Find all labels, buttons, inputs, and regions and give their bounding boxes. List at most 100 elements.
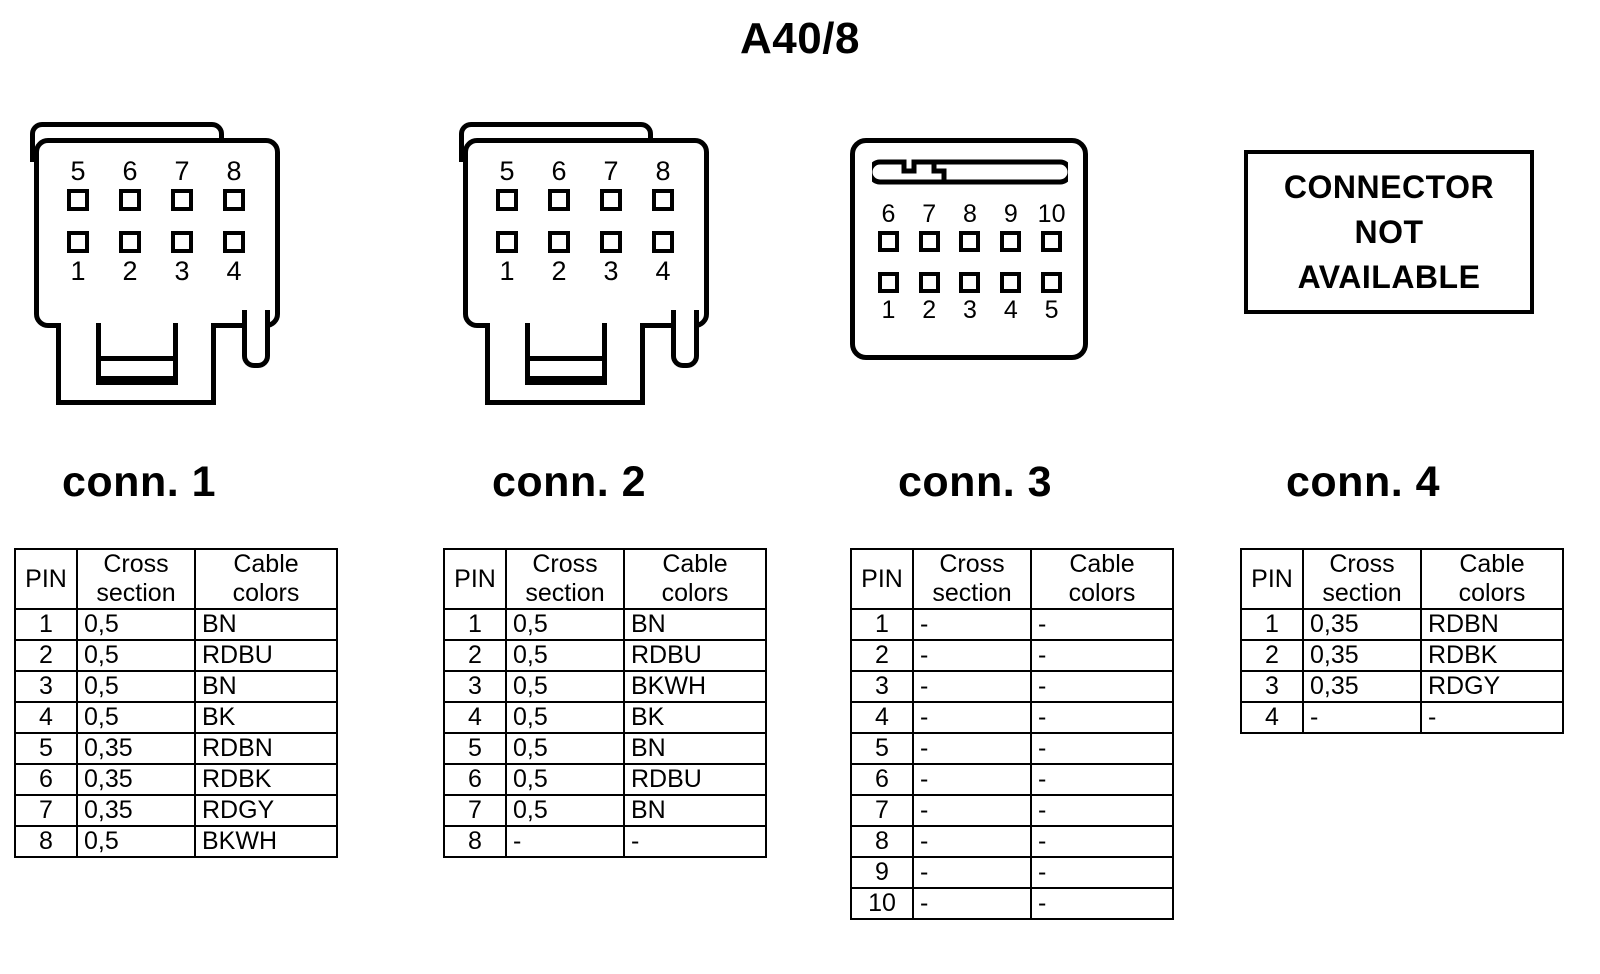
pin-number-row-bottom: 1 2 3 4 — [52, 256, 266, 286]
pin-label: 8 — [226, 156, 242, 186]
cell-cross-section: - — [912, 732, 1032, 765]
cell-cross-section: - — [912, 670, 1032, 703]
pin-socket — [1000, 272, 1022, 293]
pin-label: 5 — [70, 156, 86, 186]
table-row: 10-- — [850, 887, 1174, 920]
pin-row-spacer — [868, 255, 1072, 269]
cell-cable-colors: RDGY — [1420, 670, 1564, 703]
connector-keyway-rib-2 — [96, 376, 178, 381]
cell-cable-colors: RDBU — [194, 639, 338, 672]
pin-socket — [652, 231, 674, 253]
header-pin: PIN — [443, 548, 507, 610]
pin-label: 8 — [655, 156, 671, 186]
cell-cross-section: - — [505, 825, 625, 858]
cell-pin: 1 — [443, 608, 507, 641]
pin-socket — [223, 231, 245, 253]
pin-number-row-bottom: 1 2 3 4 — [481, 256, 695, 286]
cell-cross-section: - — [912, 825, 1032, 858]
pin-socket — [959, 272, 981, 293]
cell-pin: 4 — [14, 701, 78, 734]
cell-pin: 7 — [443, 794, 507, 827]
header-pin: PIN — [1240, 548, 1304, 610]
pin-label: 6 — [881, 200, 896, 228]
cell-pin: 7 — [850, 794, 914, 827]
table-row: 1-- — [850, 608, 1174, 641]
cell-cable-colors: RDBN — [1420, 608, 1564, 641]
pin-socket-row-bottom — [52, 228, 266, 256]
cell-pin: 5 — [14, 732, 78, 765]
cell-cross-section: - — [912, 794, 1032, 827]
cell-cable-colors: RDBU — [623, 763, 767, 796]
pin-label: 5 — [1044, 296, 1059, 324]
pin-socket — [652, 189, 674, 211]
pin-label: 9 — [1003, 200, 1018, 228]
cell-cable-colors: RDBK — [1420, 639, 1564, 672]
cell-cross-section: - — [912, 701, 1032, 734]
pin-label: 8 — [963, 200, 977, 228]
cell-cross-section: 0,5 — [76, 701, 196, 734]
pin-socket — [119, 189, 141, 211]
cell-cross-section: 0,35 — [1302, 608, 1422, 641]
cell-cable-colors: BN — [623, 794, 767, 827]
pin-number-row-top: 5 6 7 8 — [481, 156, 695, 186]
cell-pin: 2 — [443, 639, 507, 672]
cell-cross-section: 0,5 — [505, 670, 625, 703]
table-row: 4-- — [850, 701, 1174, 734]
cell-cross-section: 0,5 — [505, 701, 625, 734]
pin-socket — [223, 189, 245, 211]
pin-row-spacer — [481, 214, 695, 228]
pin-socket — [1041, 272, 1063, 293]
cell-cable-colors: - — [1030, 608, 1174, 641]
connector-latch-slot-icon — [867, 158, 1073, 186]
cell-pin: 3 — [443, 670, 507, 703]
pin-number-row-top: 6 7 8 9 10 — [868, 200, 1072, 228]
cell-cable-colors: - — [623, 825, 767, 858]
table-row: 5-- — [850, 732, 1174, 765]
table-row: 7-- — [850, 794, 1174, 827]
cell-cable-colors: RDBK — [194, 763, 338, 796]
pin-label: 2 — [122, 256, 138, 286]
connector-1-drawing: 5 6 7 8 1 2 3 4 — [14, 110, 344, 420]
cell-cross-section: - — [912, 763, 1032, 796]
pin-socket — [959, 231, 981, 252]
cell-cross-section: 0,5 — [505, 794, 625, 827]
pin-socket — [877, 272, 899, 293]
cell-cross-section: 0,5 — [76, 825, 196, 858]
cell-cable-colors: - — [1030, 701, 1174, 734]
pin-socket — [548, 231, 570, 253]
cell-cross-section: 0,5 — [505, 639, 625, 672]
cell-cable-colors: - — [1030, 794, 1174, 827]
not-available-line-3: AVAILABLE — [1297, 258, 1481, 295]
cell-cable-colors: BN — [194, 670, 338, 703]
pin-socket — [548, 189, 570, 211]
cell-cross-section: 0,5 — [76, 639, 196, 672]
cell-pin: 6 — [850, 763, 914, 796]
cell-cross-section: 0,5 — [505, 763, 625, 796]
table-row: 4-- — [1240, 701, 1564, 734]
connector-3-pin-grid: 6 7 8 9 10 1 — [868, 200, 1072, 324]
cell-pin: 8 — [14, 825, 78, 858]
cell-cable-colors: BKWH — [623, 670, 767, 703]
pin-socket — [877, 231, 899, 252]
cell-cable-colors: - — [1030, 887, 1174, 920]
cell-cross-section: - — [912, 639, 1032, 672]
cell-pin: 2 — [14, 639, 78, 672]
pin-label: 7 — [174, 156, 190, 186]
cell-cross-section: 0,5 — [505, 608, 625, 641]
cell-cable-colors: - — [1030, 639, 1174, 672]
pin-label: 3 — [174, 256, 190, 286]
cell-cable-colors: RDBN — [194, 732, 338, 765]
pin-socket — [1041, 231, 1063, 252]
latch-slot-shape — [867, 159, 1073, 185]
